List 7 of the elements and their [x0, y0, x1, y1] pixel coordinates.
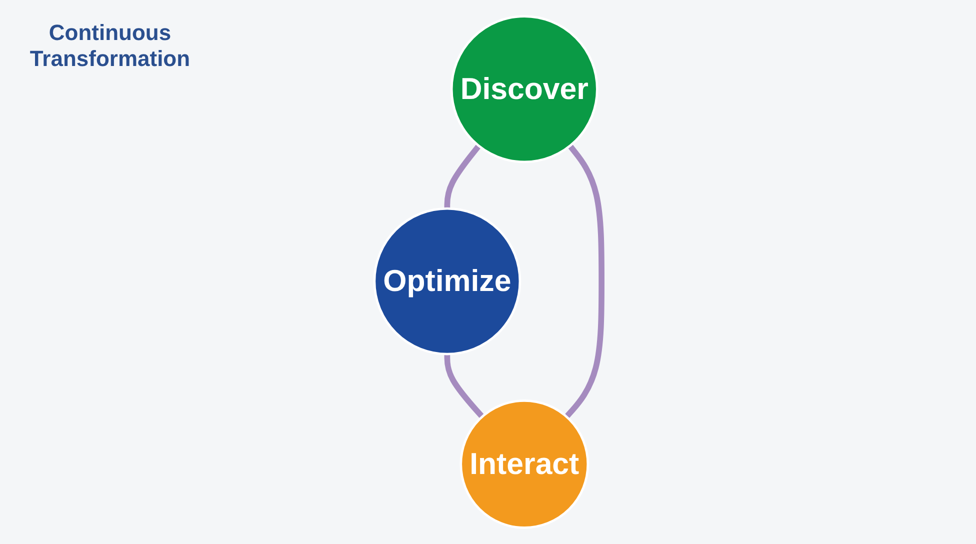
ellipse-node: Interact: [460, 400, 590, 529]
connector: [444, 354, 484, 419]
connector: [444, 144, 482, 209]
ellipse-node: Discover: [450, 15, 598, 164]
connector: [564, 144, 604, 419]
center-caption: Continuous Transformation: [28, 20, 192, 72]
ellipse-node: Optimize: [373, 207, 522, 356]
